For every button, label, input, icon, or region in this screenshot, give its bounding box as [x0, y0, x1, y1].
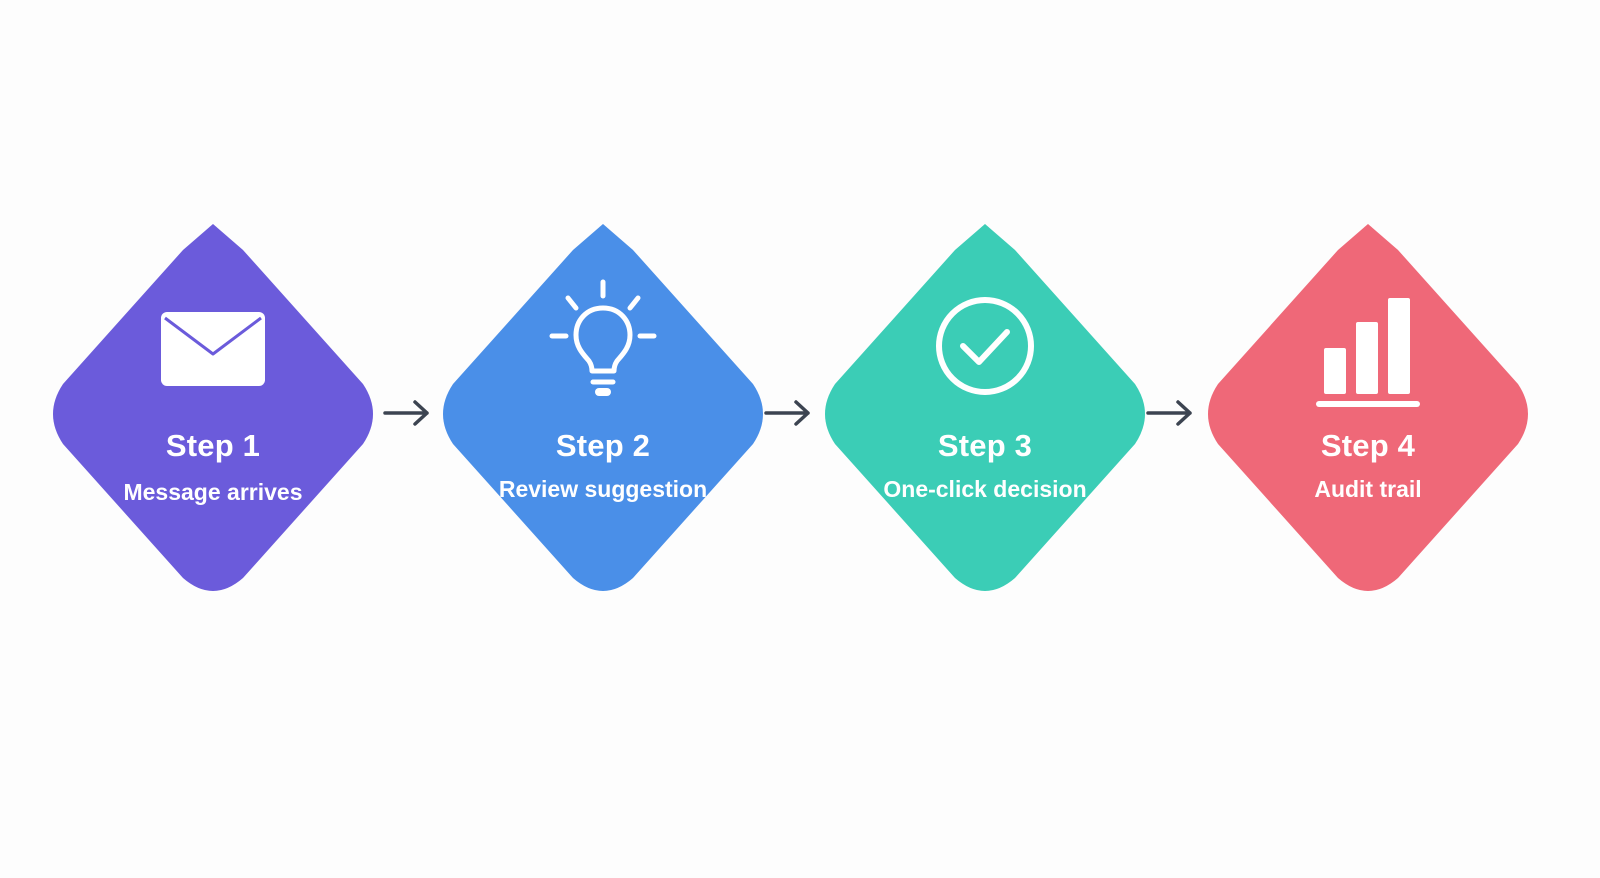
envelope-icon: [161, 312, 265, 386]
arrow-right-icon: [383, 400, 429, 426]
step-1-node: Step 1 Message arrives: [43, 224, 383, 604]
step-3-node: Step 3 One-click decision: [815, 224, 1155, 604]
step-4-node: Step 4 Audit trail: [1198, 224, 1538, 604]
step-3-diamond: [825, 224, 1145, 591]
step-3-subtitle: One-click decision: [883, 476, 1087, 502]
step-4-title: Step 4: [1320, 428, 1416, 463]
check-circle-icon: [936, 297, 1034, 395]
step-2-diamond: [443, 224, 763, 591]
step-2-subtitle: Review suggestion: [498, 476, 708, 502]
step-2-title: Step 2: [555, 428, 651, 463]
step-1-diamond: [53, 224, 373, 591]
arrow-right-icon: [764, 400, 810, 426]
step-1-subtitle: Message arrives: [123, 479, 303, 505]
arrow-right-icon: [1146, 400, 1192, 426]
step-3-title: Step 3: [937, 428, 1033, 463]
step-2-node: Step 2 Review suggestion: [433, 224, 773, 604]
step-4-diamond: [1208, 224, 1528, 591]
lightbulb-icon: [549, 279, 657, 396]
step-1-title: Step 1: [165, 428, 261, 463]
bar-chart-icon: [1316, 298, 1420, 407]
step-4-subtitle: Audit trail: [1314, 476, 1422, 502]
